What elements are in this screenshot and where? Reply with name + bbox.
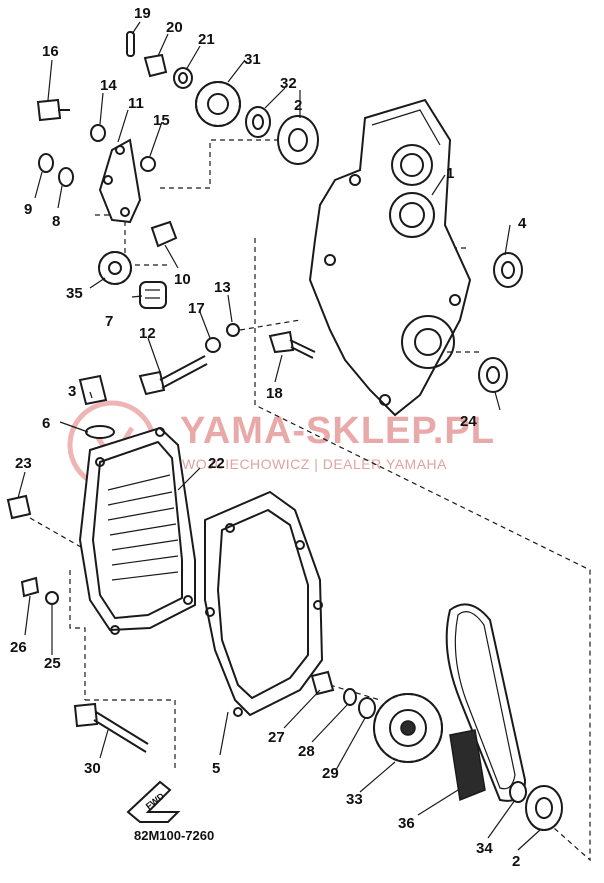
- part-7-collar: [139, 281, 167, 309]
- callout-3: 3: [68, 383, 76, 400]
- callout-7: 7: [105, 313, 113, 330]
- callout-28: 28: [298, 743, 315, 760]
- callout-36: 36: [398, 815, 415, 832]
- watermark-subtitle: WOJCIECHOWICZ | DEALER YAMAHA: [182, 456, 447, 472]
- callout-25: 25: [44, 655, 61, 672]
- callout-11: 11: [128, 95, 144, 112]
- callout-6: 6: [42, 415, 50, 432]
- leader-lines: [17, 21, 541, 851]
- callout-23: 23: [15, 455, 32, 472]
- part-10-bushing: [150, 220, 178, 248]
- callout-26: 26: [10, 639, 27, 656]
- callout-29: 29: [322, 765, 339, 782]
- callout-32: 32: [280, 75, 297, 92]
- callout-15: 15: [153, 112, 170, 129]
- callout-5: 5: [212, 760, 220, 777]
- bolts: [6, 98, 335, 753]
- diagram-code: 82M100-7260: [134, 828, 214, 843]
- callout-35: 35: [66, 285, 83, 302]
- callout-22: 22: [208, 455, 225, 472]
- watermark: YAMA-SKLEP.PL WOJCIECHOWICZ | DEALER YAM…: [67, 400, 495, 490]
- callout-21: 21: [198, 31, 215, 48]
- callout-16: 16: [42, 43, 59, 60]
- callout-31: 31: [244, 51, 261, 68]
- callout-1: 1: [446, 165, 454, 182]
- callout-labels: 1 2 3 4 5 6 7 8 9 10 11 12 13 14 15 16 1…: [10, 5, 527, 870]
- part-36-chain: [445, 603, 526, 802]
- part-5-gasket: [204, 491, 323, 717]
- callout-27: 27: [268, 729, 285, 746]
- callout-14: 14: [100, 77, 117, 94]
- callout-24: 24: [460, 413, 477, 430]
- part-35-sprocket: [98, 251, 132, 285]
- callout-17: 17: [188, 300, 205, 317]
- callout-9: 9: [24, 201, 32, 218]
- callout-20: 20: [166, 19, 183, 36]
- callout-30: 30: [84, 760, 101, 777]
- callout-12: 12: [139, 325, 156, 342]
- fwd-arrow: FWD: [126, 780, 181, 823]
- callout-34: 34: [476, 840, 493, 857]
- small-parts: [38, 31, 563, 831]
- callout-8: 8: [52, 213, 60, 230]
- callout-13: 13: [214, 279, 231, 296]
- part-1-housing: [308, 98, 472, 417]
- watermark-title: YAMA-SKLEP.PL: [180, 410, 495, 452]
- callout-18: 18: [266, 385, 283, 402]
- part-33-sprocket: [373, 693, 443, 763]
- callout-2-top: 2: [294, 97, 302, 114]
- callout-19: 19: [134, 5, 151, 22]
- callout-4: 4: [518, 215, 527, 232]
- part-31-sprocket: [195, 81, 241, 127]
- part-22-cover: [78, 426, 196, 635]
- callout-33: 33: [346, 791, 363, 808]
- callout-10: 10: [174, 271, 191, 288]
- part-11-bracket: [98, 138, 142, 224]
- callout-2-bottom: 2: [512, 853, 520, 870]
